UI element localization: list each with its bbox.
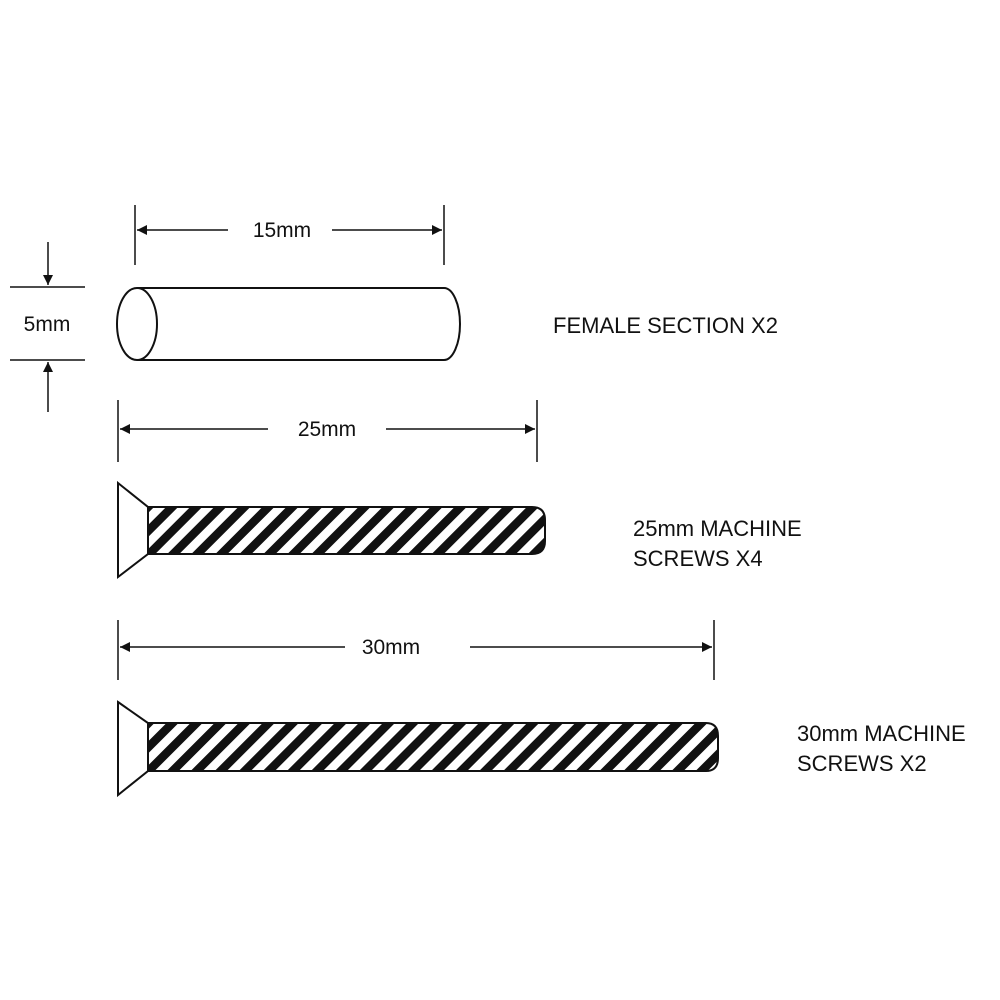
dimension-30mm: 30mm: [117, 620, 715, 680]
screw-25mm-label-line2: SCREWS X4: [633, 546, 763, 571]
dimension-label-30mm: 30mm: [362, 636, 420, 659]
dimension-5mm: 5mm: [10, 242, 85, 412]
female-section-cylinder: [116, 287, 461, 361]
screw-thread: [147, 506, 546, 555]
screw-25mm-label: 25mm MACHINE SCREWS X4: [633, 514, 802, 574]
screw-thread: [147, 722, 719, 772]
screw-head: [117, 480, 149, 580]
screw-25mm: [117, 480, 546, 580]
screw-30mm-label-line2: SCREWS X2: [797, 751, 927, 776]
cylinder-end-face: [116, 287, 158, 361]
screw-30mm: [117, 700, 719, 798]
dimension-label-15mm: 15mm: [253, 219, 311, 242]
dimension-label-5mm: 5mm: [24, 313, 71, 336]
female-section-label: FEMALE SECTION X2: [553, 311, 778, 341]
screw-25mm-label-line1: 25mm MACHINE: [633, 516, 802, 541]
screw-head: [117, 700, 149, 798]
dimension-label-25mm: 25mm: [298, 418, 356, 441]
dimension-15mm: 15mm: [134, 205, 445, 265]
screw-30mm-label-line1: 30mm MACHINE: [797, 721, 966, 746]
dimension-25mm: 25mm: [117, 400, 538, 462]
female-section-label-text: FEMALE SECTION X2: [553, 313, 778, 338]
screw-30mm-label: 30mm MACHINE SCREWS X2: [797, 719, 966, 779]
